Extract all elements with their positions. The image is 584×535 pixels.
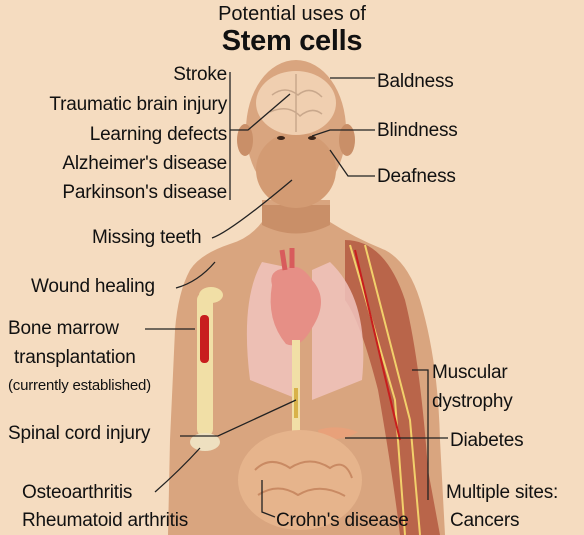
label-muscular: Muscular xyxy=(432,362,507,384)
bone-marrow xyxy=(200,315,209,363)
label-currently-established: (currently established) xyxy=(8,375,151,397)
arm-bone xyxy=(197,292,213,437)
label-bone-marrow: Bone marrow xyxy=(8,318,119,340)
eye-right xyxy=(308,136,316,140)
label-diabetes: Diabetes xyxy=(450,430,523,452)
label-deafness: Deafness xyxy=(377,166,456,188)
title-line-2: Stem cells xyxy=(0,24,584,58)
label-stroke: Stroke xyxy=(173,64,227,86)
label-parkinsons: Parkinson's disease xyxy=(62,182,227,204)
label-traumatic-brain-injury: Traumatic brain injury xyxy=(49,94,227,116)
eye-left xyxy=(277,136,285,140)
label-spinal-cord-injury: Spinal cord injury xyxy=(8,423,150,445)
label-missing-teeth: Missing teeth xyxy=(92,227,201,249)
label-crohns-disease: Crohn's disease xyxy=(276,510,409,532)
label-cancers: Cancers xyxy=(450,510,519,532)
label-blindness: Blindness xyxy=(377,120,458,142)
label-osteoarthritis: Osteoarthritis xyxy=(22,482,132,504)
label-dystrophy: dystrophy xyxy=(432,391,513,413)
label-baldness: Baldness xyxy=(377,71,454,93)
label-rheumatoid-arthritis: Rheumatoid arthritis xyxy=(22,510,188,532)
label-alzheimers: Alzheimer's disease xyxy=(62,153,227,175)
label-learning-defects: Learning defects xyxy=(90,124,227,146)
label-wound-healing: Wound healing xyxy=(31,276,155,298)
title-line-1: Potential uses of xyxy=(0,2,584,26)
label-multiple-sites: Multiple sites: xyxy=(446,482,558,504)
label-transplantation: transplantation xyxy=(14,347,136,369)
